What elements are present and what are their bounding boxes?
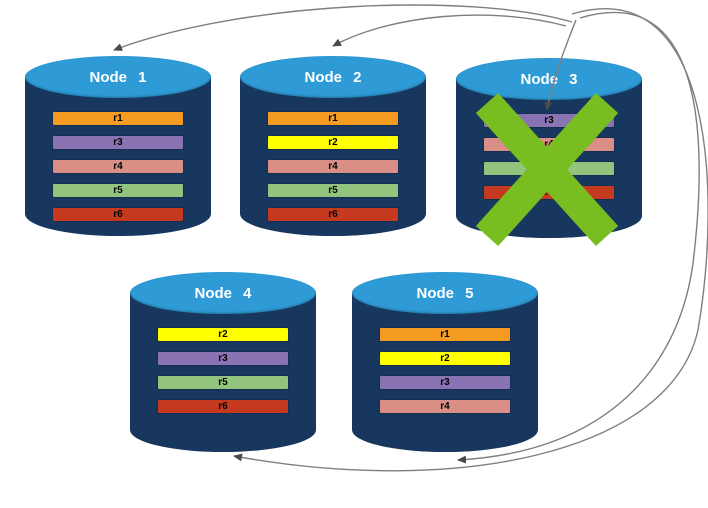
replica-bar-r3: r3 [158,352,288,365]
replica-bar-r6: r6 [268,208,398,221]
replica-bar-r6: r6 [158,400,288,413]
replica-bar-r2: r2 [158,328,288,341]
database-node-1: Node 1 r1 r3 r4 r5 r6 [25,56,211,236]
replica-bar-r5: r5 [53,184,183,197]
replica-bar-r6: r6 [484,186,614,199]
replica-bar-r3: r3 [53,136,183,149]
cylinder-top: Node 3 [456,58,642,100]
cylinder-top: Node 1 [25,56,211,98]
replica-bar-r3: r3 [484,114,614,127]
cylinder-top: Node 4 [130,272,316,314]
replication-arrow-to-node2 [332,14,567,47]
cylinder-top: Node 5 [352,272,538,314]
database-node-5: Node 5 r1 r2 r3 r4 [352,272,538,452]
replica-bar-r1: r1 [268,112,398,125]
replica-bar-r2: r2 [380,352,510,365]
database-node-2: Node 2 r1 r2 r4 r5 r6 [240,56,426,236]
replica-bar-r2: r2 [268,136,398,149]
node-title: Node 2 [304,68,362,86]
replication-arrow-to-node1 [113,4,573,51]
replica-bar-r4: r4 [380,400,510,413]
replica-bar-r3: r3 [380,376,510,389]
replica-bar-r4: r4 [268,160,398,173]
database-node-3: Node 3 r3 r4 r5 r6 [456,58,642,238]
cylinder-top: Node 2 [240,56,426,98]
node-title: Node 4 [194,284,252,302]
replica-list: r1 r2 r4 r5 r6 [240,112,426,221]
replica-list: r3 r4 r5 r6 [456,114,642,199]
replica-list: r1 r3 r4 r5 r6 [25,112,211,221]
node-title: Node 5 [416,284,474,302]
replica-bar-r5: r5 [158,376,288,389]
database-node-4: Node 4 r2 r3 r5 r6 [130,272,316,452]
replica-bar-r5: r5 [268,184,398,197]
replica-bar-r5: r5 [484,162,614,175]
node-title: Node 3 [520,70,578,88]
replica-bar-r6: r6 [53,208,183,221]
replica-bar-r1: r1 [380,328,510,341]
replica-bar-r4: r4 [484,138,614,151]
node-title: Node 1 [89,68,147,86]
replica-list: r1 r2 r3 r4 [352,328,538,413]
replica-bar-r4: r4 [53,160,183,173]
replica-bar-r1: r1 [53,112,183,125]
replica-list: r2 r3 r5 r6 [130,328,316,413]
